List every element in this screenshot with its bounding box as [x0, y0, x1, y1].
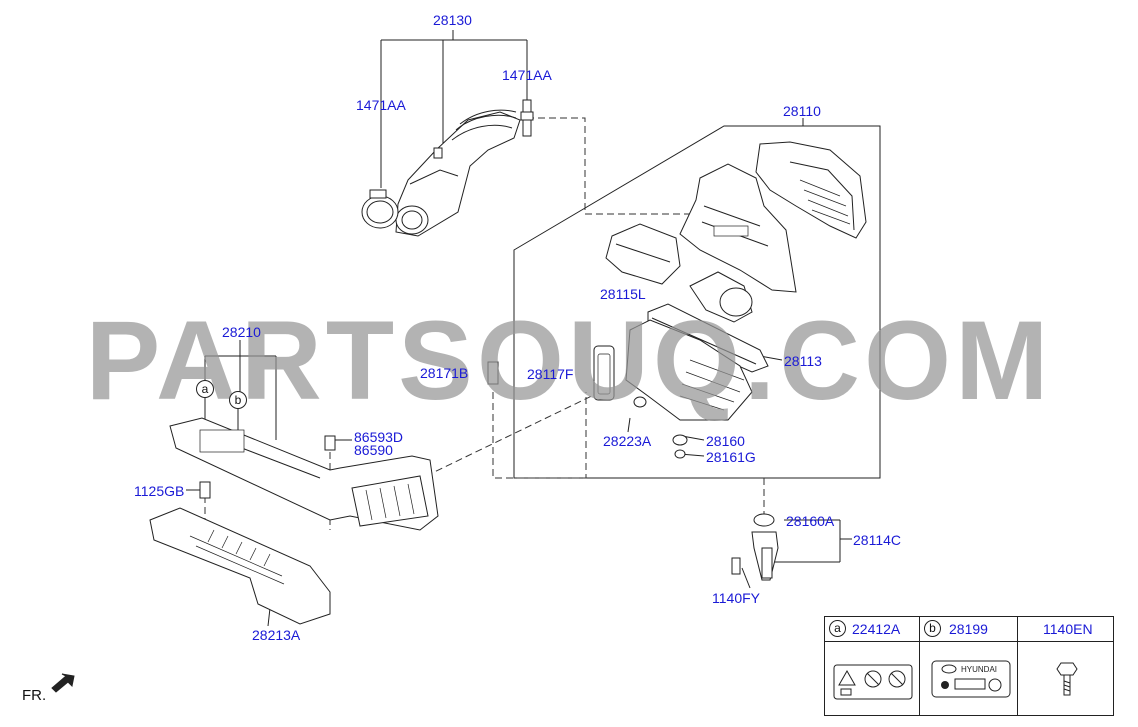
label-1471AA-left[interactable]: 1471AA	[356, 97, 406, 113]
label-28171B[interactable]: 28171B	[420, 365, 469, 381]
legend-header-divider	[825, 617, 1113, 642]
legend-part-1140EN[interactable]: 1140EN	[1043, 621, 1093, 637]
watermark: PARTSOUQ.COM	[85, 298, 1053, 423]
label-28130[interactable]: 28130	[433, 12, 472, 28]
legend-part-22412A[interactable]: 22412A	[852, 621, 901, 637]
label-28117F[interactable]: 28117F	[527, 366, 574, 382]
label-28110[interactable]: 28110	[783, 103, 821, 119]
callout-a: a	[196, 380, 214, 398]
hyundai-label-icon: HYUNDAI	[931, 660, 1011, 698]
label-86593D[interactable]: 86593D	[354, 429, 404, 445]
label-28213A[interactable]: 28213A	[252, 627, 301, 643]
label-1471AA-right[interactable]: 1471AA	[502, 67, 552, 83]
caution-label-icon	[833, 664, 913, 700]
label-28160[interactable]: 28160	[706, 433, 745, 449]
label-1125GB[interactable]: 1125GB	[134, 483, 185, 499]
bolt-icon	[1056, 662, 1078, 696]
hyundai-brand-text: HYUNDAI	[961, 665, 997, 674]
label-1140FY[interactable]: 1140FY	[712, 590, 760, 606]
label-28223A[interactable]: 28223A	[603, 433, 652, 449]
legend-table: a 22412A b 28199 1140EN HYUNDAI	[824, 616, 1114, 716]
legend-divider-2	[825, 617, 1018, 715]
legend-part-28199[interactable]: 28199	[949, 621, 988, 637]
label-28210[interactable]: 28210	[222, 324, 261, 340]
legend-divider-1	[825, 617, 920, 715]
callout-b: b	[229, 391, 247, 409]
label-28115L[interactable]: 28115L	[600, 286, 646, 302]
label-28160A[interactable]: 28160A	[786, 513, 835, 529]
front-marker-label: FR.	[22, 687, 47, 704]
label-28113[interactable]: 28113	[784, 353, 822, 369]
label-28161G[interactable]: 28161G	[706, 449, 756, 465]
label-86590[interactable]: 86590	[354, 442, 393, 458]
legend-tag-b: b	[924, 620, 941, 637]
legend-tag-a: a	[829, 620, 846, 637]
label-28114C[interactable]: 28114C	[853, 532, 902, 548]
